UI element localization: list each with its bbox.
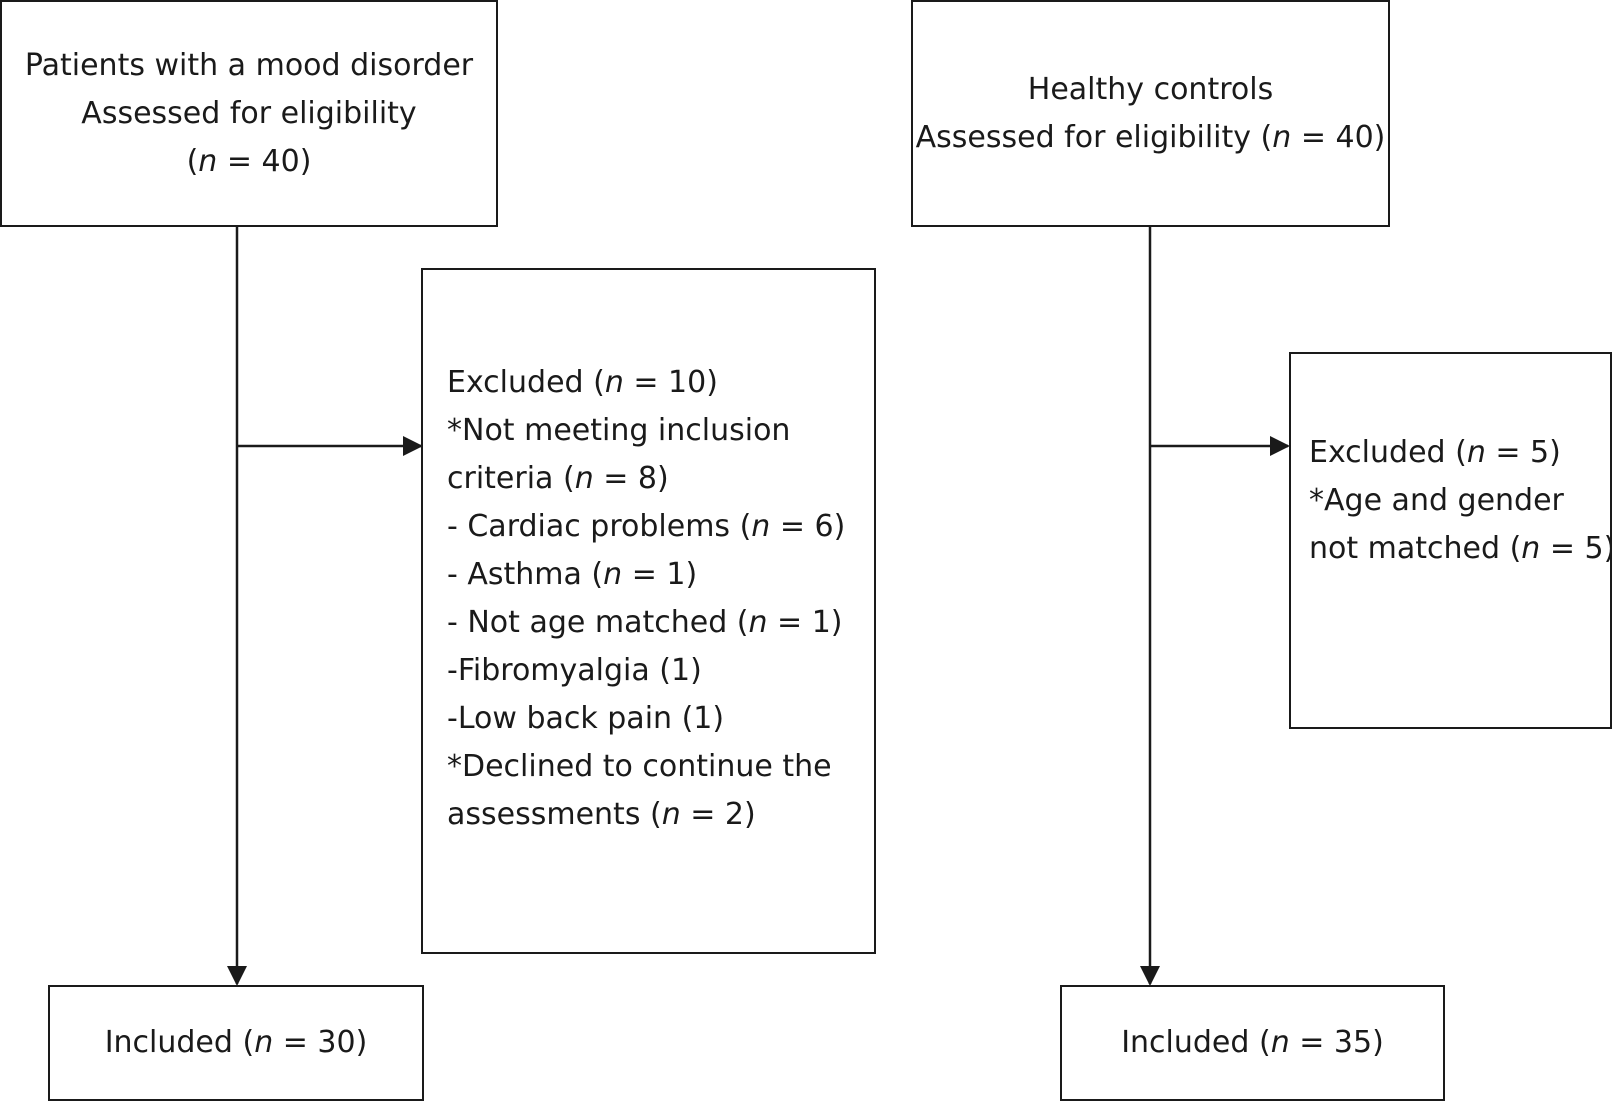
controls-included-line: Included (n = 35) — [1121, 1025, 1384, 1060]
patients-excluded-line-4: - Cardiac problems (n = 6) — [447, 509, 846, 544]
patients-excluded-box: Excluded (n = 10) *Not meeting inclusion… — [421, 268, 876, 954]
controls-assessed-line-1: Healthy controls — [1027, 71, 1274, 107]
patients-excluded-line-8: -Low back pain (1) — [447, 701, 725, 736]
patients-included-line: Included (n = 30) — [104, 1025, 368, 1060]
patients-included-box: Included (n = 30) — [48, 985, 424, 1101]
patients-excluded-line-5: - Asthma (n = 1) — [447, 557, 698, 592]
controls-excluded-box: Excluded (n = 5) *Age and gender not mat… — [1289, 352, 1612, 729]
controls-assessed-line-2: Assessed for eligibility (n = 40) — [915, 119, 1386, 155]
controls-excluded-line-3: not matched (n = 5) — [1309, 530, 1612, 566]
controls-included-box: Included (n = 35) — [1060, 985, 1445, 1101]
patients-excluded-line-10: assessments (n = 2) — [447, 797, 756, 832]
patients-excluded-line-7: -Fibromyalgia (1) — [447, 653, 702, 688]
controls-assessed-box: Healthy controls Assessed for eligibilit… — [911, 0, 1390, 227]
patients-assessed-line-2: Assessed for eligibility — [81, 95, 417, 131]
controls-excluded-line-1: Excluded (n = 5) — [1309, 434, 1561, 470]
patients-assessed-box: Patients with a mood disorder Assessed f… — [0, 0, 498, 227]
patients-assessed-line-3: (n = 40) — [186, 143, 312, 179]
patients-excluded-line-3: criteria (n = 8) — [447, 461, 669, 496]
patients-excluded-line-6: - Not age matched (n = 1) — [447, 605, 843, 640]
controls-excluded-line-2: *Age and gender — [1309, 482, 1564, 518]
patients-excluded-line-2: *Not meeting inclusion — [447, 413, 791, 448]
patients-excluded-line-1: Excluded (n = 10) — [447, 365, 718, 400]
patients-excluded-line-9: *Declined to continue the — [447, 749, 832, 784]
patients-assessed-line-1: Patients with a mood disorder — [24, 47, 474, 83]
